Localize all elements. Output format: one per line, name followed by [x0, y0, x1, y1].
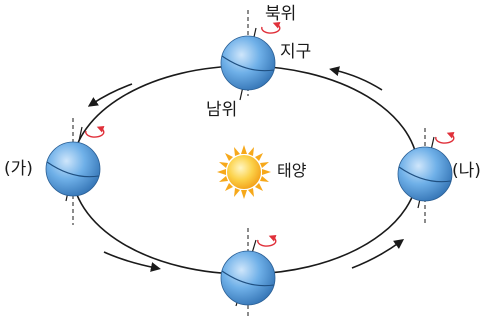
earth-right [397, 128, 455, 226]
globe-icon [397, 146, 453, 202]
position-ga-label: (가) [4, 159, 33, 179]
revolution-arrow-top-left [87, 83, 133, 107]
earth-label: 지구 [280, 42, 312, 62]
globe-icon [220, 35, 276, 91]
revolution-arrow-top-right [329, 66, 383, 91]
revolution-arrows [87, 66, 405, 272]
earth-left [45, 118, 105, 225]
revolution-arrow-bottom-right [351, 239, 405, 269]
rotation-arrow-icon [85, 126, 105, 138]
earth-bottom [220, 228, 277, 318]
north-pole-label: 북위 [265, 4, 297, 24]
globe-icon [45, 141, 101, 197]
rotation-arrow-icon [435, 132, 455, 144]
rotation-arrow-icon [261, 22, 281, 34]
rotation-arrow-icon [257, 235, 277, 247]
earth-top [220, 10, 281, 101]
revolution-arrow-bottom-left [103, 251, 161, 272]
globe-icon [220, 250, 276, 306]
sun-icon [217, 145, 271, 199]
south-pole-label: 남위 [206, 100, 238, 120]
sun-label: 태양 [277, 161, 307, 180]
position-na-label: (나) [452, 161, 481, 181]
